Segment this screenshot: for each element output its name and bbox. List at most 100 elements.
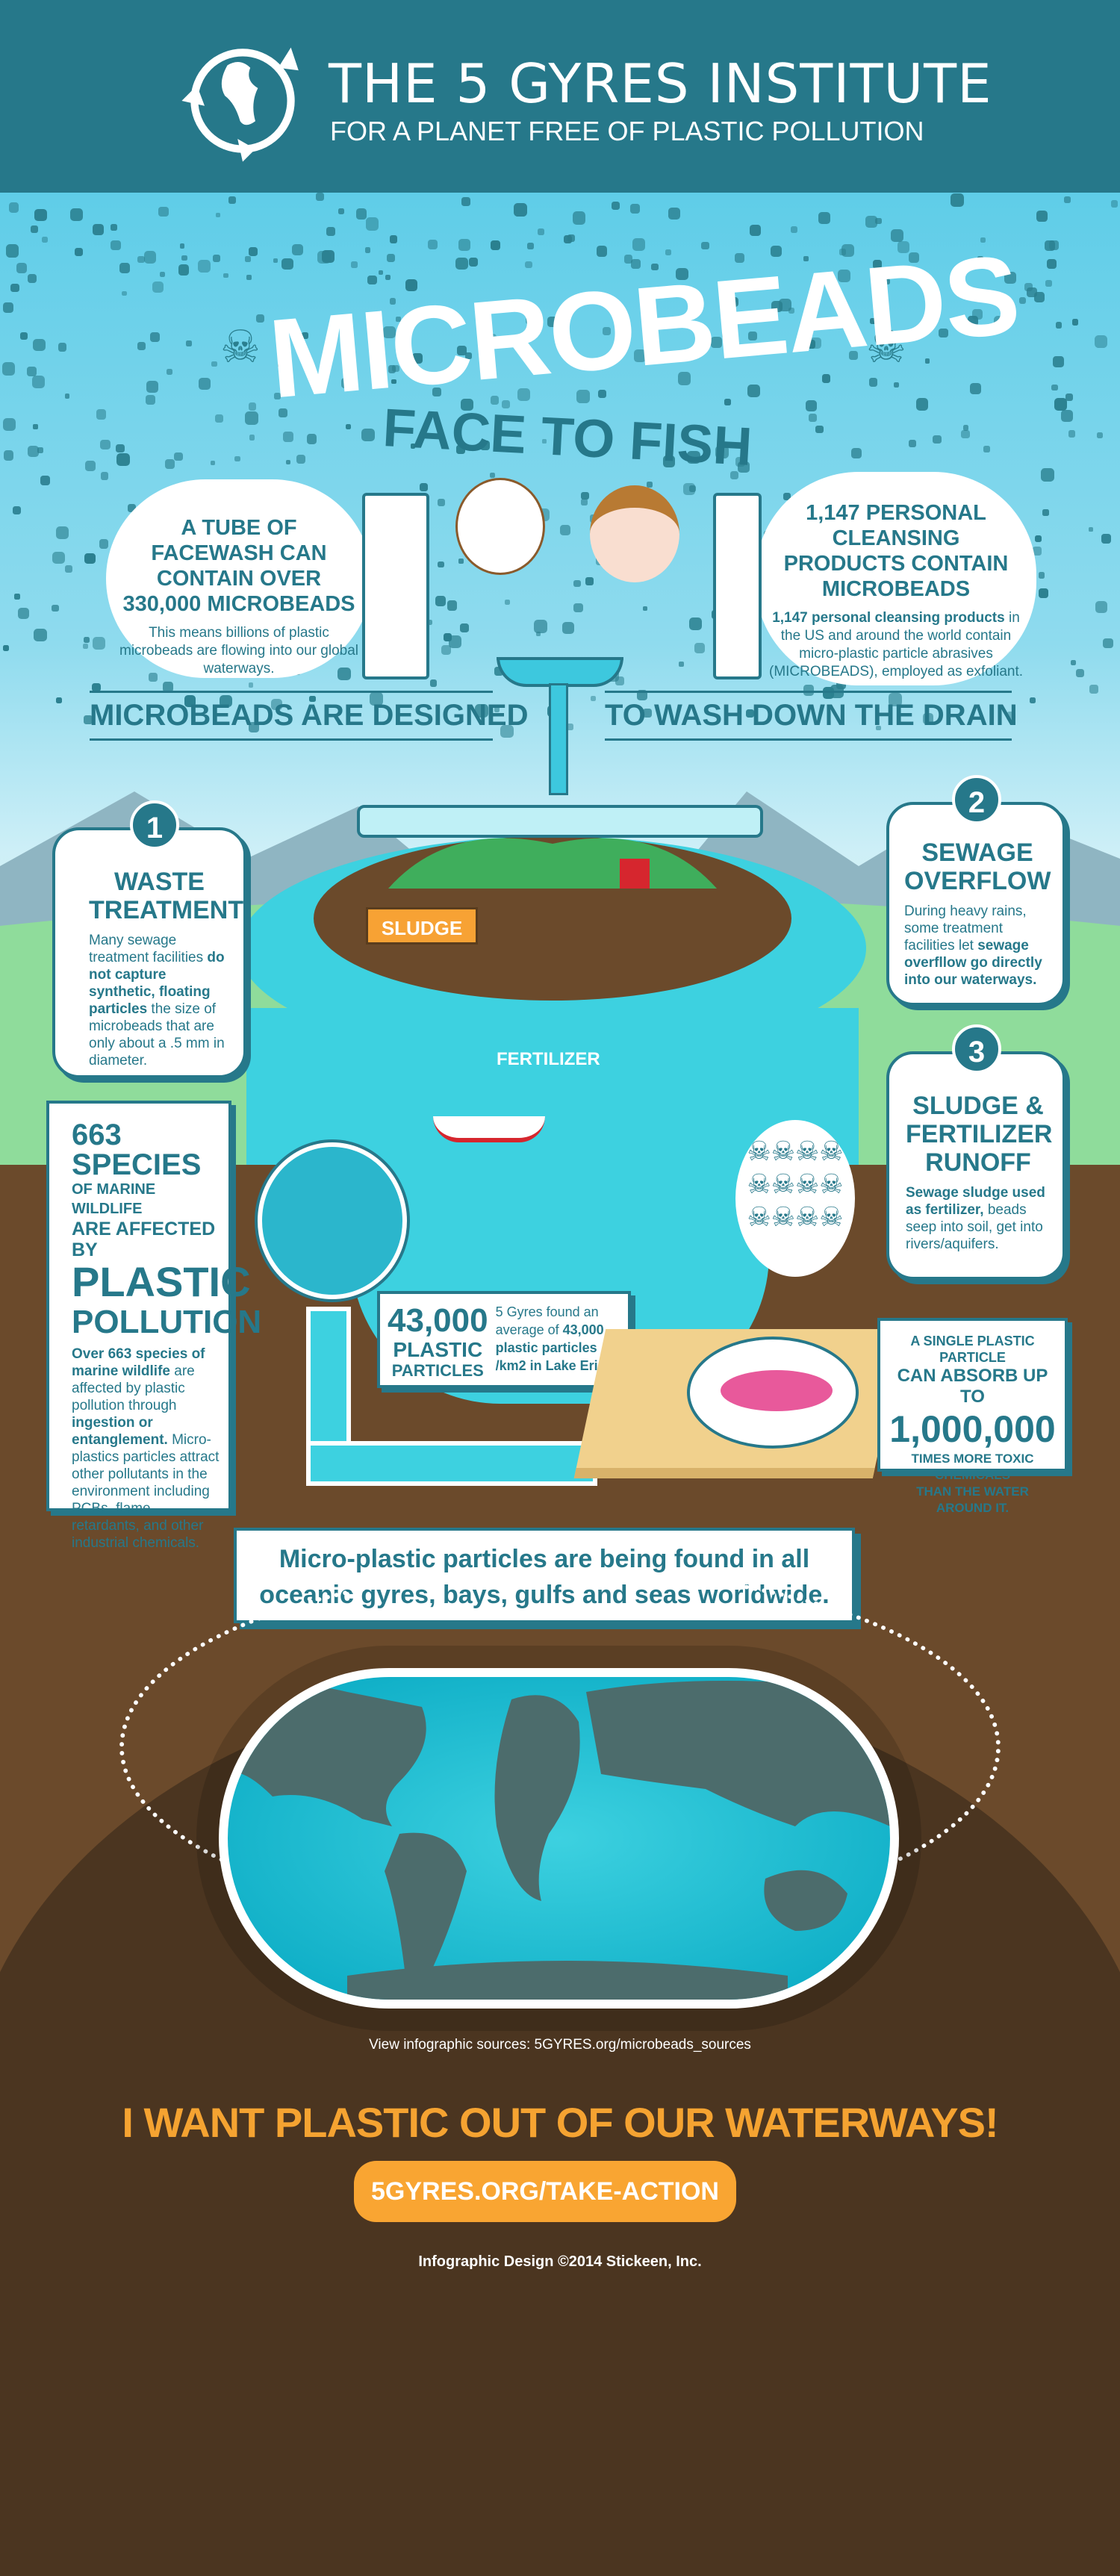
microbead-dot: [469, 257, 479, 267]
sources-link[interactable]: View infographic sources: 5GYRES.org/mic…: [369, 2037, 751, 2053]
microbead-dot: [668, 208, 681, 220]
microbead-dot: [438, 499, 446, 507]
microbead-dot: [1088, 527, 1093, 532]
cta-heading: I WANT PLASTIC OUT OF OUR WATERWAYS!: [122, 2099, 998, 2146]
microbead-dot: [547, 316, 559, 328]
microbead-dot: [345, 423, 352, 430]
microbead-dot: [137, 255, 145, 264]
microbead-dot: [27, 445, 40, 457]
microbead-dot: [5, 244, 19, 258]
microbead-dot: [688, 485, 697, 493]
microbead-dot: [34, 628, 48, 642]
microbead-dot: [365, 217, 379, 231]
microbead-dot: [55, 526, 69, 539]
microbead-dot: [1007, 712, 1016, 721]
microbead-dot: [573, 603, 583, 613]
microbead-dot: [350, 261, 358, 269]
step-number: 2: [952, 775, 1001, 824]
microbead-dot: [30, 225, 38, 233]
microbead-dot: [322, 250, 335, 263]
microbead-dot: [309, 695, 316, 702]
microbead-dot: [8, 202, 19, 213]
microbead-dot: [1075, 668, 1085, 678]
microbead-dot: [455, 257, 468, 270]
microbead-dot: [764, 530, 777, 543]
org-title: THE 5 GYRES INSTITUTE: [329, 52, 992, 115]
divider-left: MICROBEADS ARE DESIGNED: [90, 691, 528, 741]
org-subtitle: FOR A PLANET FREE OF PLASTIC POLLUTION: [330, 116, 924, 146]
microbead-dot: [210, 461, 216, 466]
microbead-dot: [715, 445, 729, 459]
take-action-button[interactable]: 5GYRES.ORG/TAKE-ACTION: [354, 2161, 736, 2222]
microbead-dot: [563, 234, 572, 243]
step-text: Sewage sludge used as fertilizer, beads …: [906, 1185, 1045, 1252]
microbead-dot: [977, 255, 983, 262]
microbead-dot: [84, 553, 96, 564]
microbead-dot: [99, 539, 109, 549]
microbead-dot: [631, 259, 641, 269]
microbead-dot: [40, 475, 50, 485]
microbead-dot: [158, 207, 169, 217]
microbead-dot: [364, 247, 371, 253]
microbead-dot: [983, 445, 991, 452]
microbead-dot: [85, 460, 96, 471]
microbead-dot: [868, 378, 878, 388]
microbead-dot: [17, 607, 30, 620]
microbead-dot: [882, 674, 889, 680]
microbead-dot: [388, 365, 396, 373]
microbead-dot: [10, 283, 19, 293]
microbead-dot: [274, 392, 281, 399]
microbead-dot: [64, 393, 70, 399]
microbead-dot: [273, 258, 278, 264]
microbead-dot: [383, 326, 396, 339]
microbead-dot: [1065, 393, 1074, 402]
microbead-dot: [405, 279, 417, 291]
microbead-dot: [361, 428, 375, 441]
microbead-dot: [561, 621, 574, 635]
microbead-dot: [711, 336, 722, 348]
microbead-dot: [908, 252, 920, 264]
continents: [228, 1681, 890, 2000]
microbead-dot: [827, 476, 839, 488]
microbead-dot: [1045, 280, 1052, 287]
microbead-dot: [64, 565, 72, 573]
products-body: 1,147 personal cleansing products in the…: [769, 609, 1023, 681]
microbead-dot: [581, 491, 589, 500]
microbead-dot: [665, 249, 672, 255]
microbead-dot: [435, 596, 447, 607]
step-heading: SEWAGE OVERFLOW: [904, 839, 1051, 895]
microbead-dot: [728, 296, 739, 308]
microbead-dot: [281, 258, 293, 270]
fish-closeup: [258, 1142, 407, 1299]
lake-erie-box: 43,000 PLASTIC PARTICLES 5 Gyres found a…: [377, 1291, 631, 1388]
step-number: 3: [952, 1024, 1001, 1074]
microbead-dot: [850, 447, 862, 459]
microbead-dot: [277, 360, 286, 368]
microbead-dot: [83, 636, 90, 644]
microbead-dot: [536, 631, 541, 637]
microbead-dot: [663, 455, 676, 468]
microbead-dot: [179, 243, 185, 249]
microbead-dot: [122, 290, 128, 296]
microbead-dot: [482, 312, 489, 319]
products-cloud: 1,147 PERSONAL CLEANSING PRODUCTS CONTAI…: [769, 485, 1023, 679]
microbead-dot: [110, 223, 117, 231]
step-2-box: 2 SEWAGE OVERFLOW During heavy rains, so…: [886, 775, 1065, 1006]
microbead-dot: [688, 617, 702, 630]
microbead-dot: [249, 435, 255, 441]
microbead-dot: [386, 254, 395, 263]
microbead-dot: [412, 353, 423, 364]
microbead-dot: [395, 316, 401, 322]
microbead-dot: [20, 332, 28, 340]
products-body-bold: 1,147 personal cleansing products: [772, 610, 1005, 626]
microbead-dot: [591, 695, 597, 701]
microbead-dot: [475, 704, 489, 718]
products-body-text: in the US and around the world contain m…: [769, 610, 1024, 679]
boy-face: [590, 485, 679, 582]
microbead-dot: [160, 271, 166, 277]
microbead-dot: [228, 196, 236, 204]
microbead-dot: [915, 398, 929, 411]
microbead-dot: [449, 635, 462, 648]
microbead-dot: [13, 594, 20, 600]
microbead-dot: [426, 619, 432, 626]
